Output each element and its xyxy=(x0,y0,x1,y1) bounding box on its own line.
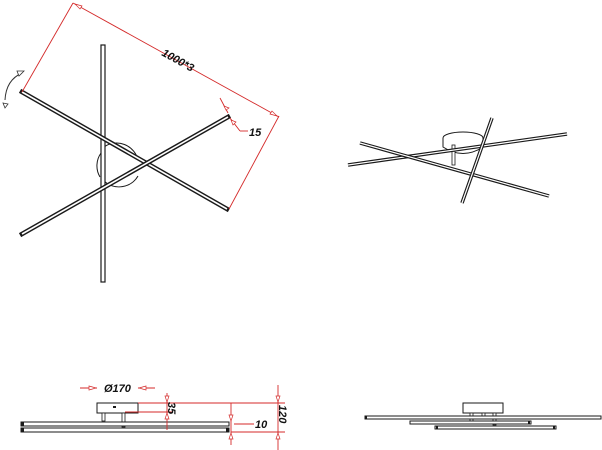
width-label: 15 xyxy=(249,127,262,139)
lamp-bar-vertical xyxy=(100,44,106,283)
side-elevation-view xyxy=(364,402,602,430)
dimension-bar-thickness: 10 xyxy=(228,403,285,445)
lamp-bars-side xyxy=(364,415,602,430)
dimension-diameter: Ø170 xyxy=(80,383,155,395)
lamp-bars-elevation xyxy=(20,421,230,433)
rotate-arrow-icon xyxy=(2,70,25,109)
dimension-length: 1000*3 xyxy=(21,2,280,210)
canopy-height-label: 35 xyxy=(165,402,177,415)
total-height-label: 120 xyxy=(276,405,288,424)
lamp-bar-diagonal-1 xyxy=(18,88,231,213)
lamp-bar-perspective-1 xyxy=(347,132,568,167)
dimension-canopy-height: 35 xyxy=(125,393,285,430)
canopy-elevation xyxy=(96,402,139,428)
bar-thickness-label: 10 xyxy=(255,419,268,431)
dimension-width: 15 xyxy=(219,97,262,139)
lamp-bar-perspective-2 xyxy=(359,141,550,198)
length-label: 1000*3 xyxy=(160,47,196,74)
perspective-view xyxy=(347,117,568,204)
lamp-bar-diagonal-2 xyxy=(18,113,232,238)
front-elevation-view: Ø170 35 10 120 xyxy=(20,383,288,450)
diameter-label: Ø170 xyxy=(104,383,132,395)
lamp-bar-perspective-3 xyxy=(460,117,494,204)
top-view: 1000*3 15 xyxy=(2,2,280,283)
dimension-total-height: 120 xyxy=(275,385,288,450)
